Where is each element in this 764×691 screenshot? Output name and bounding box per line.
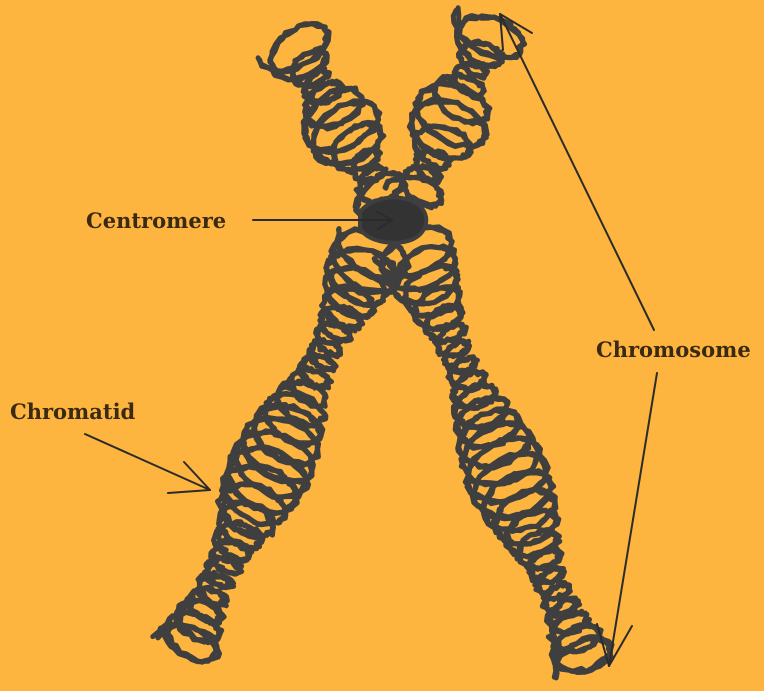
chromatid-label: Chromatid xyxy=(10,401,135,422)
upper-left-arm-strand xyxy=(260,24,404,217)
chromatid-pointer-head-a xyxy=(184,462,210,490)
upper-left-arm-strand xyxy=(258,24,402,214)
centromere-label: Centromere xyxy=(86,210,226,231)
chromatid-pointer-line xyxy=(85,434,210,490)
lower-left-arm-strand xyxy=(158,230,409,663)
chromatid-pointer-head-b xyxy=(168,490,210,493)
chromosome-label: Chromosome xyxy=(596,339,751,360)
lower-right-arm-strand xyxy=(374,227,612,678)
chromosome-pointer-upper-line xyxy=(500,14,654,330)
chromatin-strands xyxy=(153,8,612,678)
pointer-lines xyxy=(85,14,657,666)
chromosome-pointer-lower-line xyxy=(609,373,657,666)
